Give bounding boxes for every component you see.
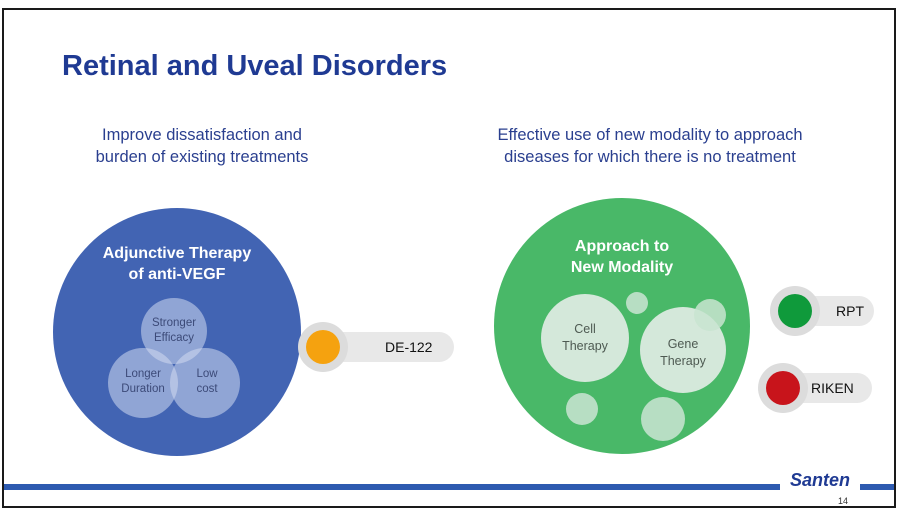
cell-therapy-line1: Cell	[574, 322, 596, 336]
small-bubble-2	[694, 299, 726, 331]
venn-duration-line2: Duration	[121, 383, 165, 395]
program-label-rpt: RPT	[836, 303, 864, 319]
venn-efficacy-line2: Efficacy	[153, 332, 195, 344]
left-heading: Improve dissatisfaction and burden of ex…	[52, 124, 352, 168]
adjunctive-title-line2: of anti-VEGF	[128, 266, 226, 283]
left-heading-line2: burden of existing treatments	[95, 148, 309, 166]
santen-logo: Santen	[790, 470, 851, 490]
adjunctive-title-line1: Adjunctive Therapy	[102, 245, 252, 262]
adjunctive-therapy-title: Adjunctive Therapy of anti-VEGF	[53, 243, 301, 285]
new-modality-title: Approach to New Modality	[494, 236, 750, 278]
footer-line-left	[4, 484, 780, 490]
cell-therapy-bubble	[541, 294, 629, 382]
cell-therapy-label: Cell Therapy	[541, 321, 629, 355]
slide-title: Retinal and Uveal Disorders	[62, 50, 448, 82]
venn-cost-line1: Low	[196, 368, 218, 380]
small-bubble-4	[641, 397, 685, 441]
venn-cost-circle	[170, 348, 240, 418]
gene-therapy-label: Gene Therapy	[640, 336, 726, 370]
page-number: 14	[838, 496, 849, 506]
program-label-de122: DE-122	[385, 339, 433, 355]
new-modality-title-line1: Approach to	[574, 238, 670, 255]
program-dot-riken	[766, 371, 800, 405]
gene-therapy-line1: Gene	[667, 337, 699, 351]
program-label-riken: RIKEN	[811, 380, 854, 396]
venn-duration-circle	[108, 348, 178, 418]
gene-therapy-line2: Therapy	[660, 354, 706, 368]
right-heading: Effective use of new modality to approac…	[460, 124, 840, 168]
footer-line-right	[860, 484, 894, 490]
program-dot-de122	[306, 330, 340, 364]
venn-efficacy-line1: Stronger	[151, 317, 197, 329]
right-heading-line2: diseases for which there is no treatment	[504, 148, 796, 166]
small-bubble-1	[626, 292, 648, 314]
cell-therapy-line2: Therapy	[562, 339, 608, 353]
program-dot-rpt	[778, 294, 812, 328]
venn-cost-label: Low cost	[174, 367, 240, 397]
right-heading-line1: Effective use of new modality to approac…	[497, 126, 803, 144]
left-heading-line1: Improve dissatisfaction and	[102, 126, 302, 144]
small-bubble-3	[566, 393, 598, 425]
new-modality-title-line2: New Modality	[570, 259, 674, 276]
venn-duration-line1: Longer	[125, 368, 161, 380]
venn-duration-label: Longer Duration	[110, 367, 176, 397]
venn-cost-line2: cost	[196, 383, 218, 395]
venn-efficacy-label: Stronger Efficacy	[141, 316, 207, 346]
